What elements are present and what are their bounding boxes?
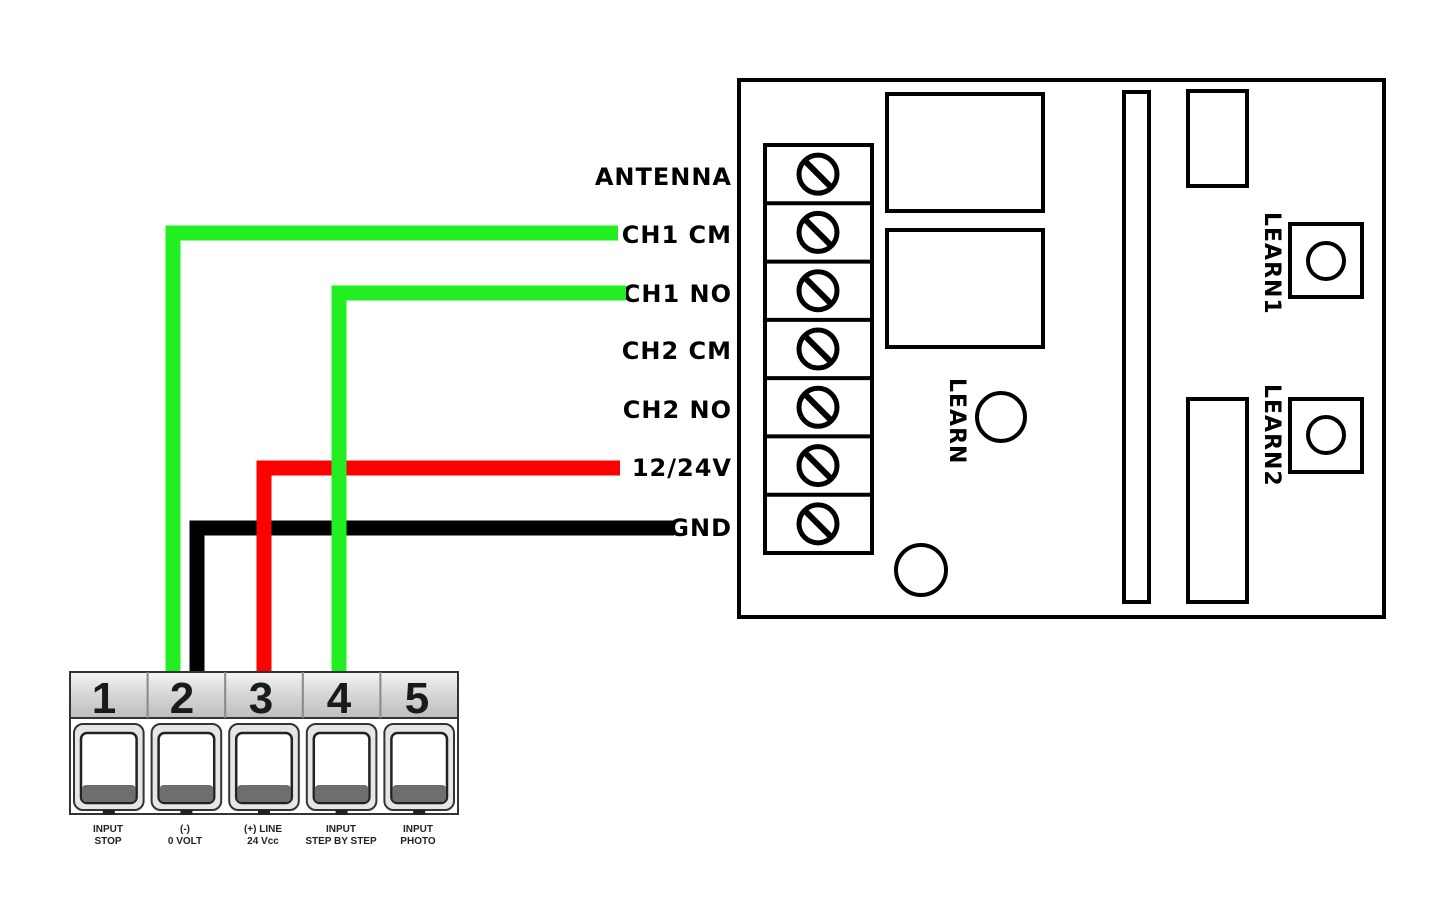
- terminal-number-5: 5: [405, 674, 429, 723]
- terminal-numbers: 1 2 3 4 5: [92, 674, 429, 723]
- terminal-tab: [413, 810, 426, 815]
- learn1-button[interactable]: [1306, 241, 1346, 281]
- terminal-number-2: 2: [170, 674, 194, 723]
- terminal-captions: INPUT STOP (-) 0 VOLT (+) LINE 24 Vcc IN…: [93, 824, 436, 847]
- terminal-slot-shadow: [314, 785, 369, 802]
- label-gnd: GND: [669, 514, 732, 542]
- screw-slot: [803, 218, 833, 247]
- terminal-tab: [102, 810, 115, 815]
- wire-ch1-cm-to-terminal-2: [165, 225, 618, 672]
- caption-1-line2: STOP: [94, 836, 121, 847]
- screw-slot: [803, 451, 833, 480]
- component-tall: [1186, 397, 1249, 604]
- learn-label: LEARN: [944, 378, 969, 464]
- relay-2: [885, 228, 1045, 349]
- wire-ch1-no-to-terminal-4: [331, 285, 626, 672]
- receiver-terminal-labels: ANTENNA CH1 CM CH1 NO CH2 CM CH2 NO 12/2…: [595, 163, 732, 542]
- caption-4-line2: STEP BY STEP: [305, 836, 377, 847]
- terminal-slot-shadow: [237, 785, 291, 802]
- terminal-slot-shadow: [392, 785, 446, 802]
- terminal-cells: [73, 672, 455, 815]
- receiver-board: LEARN1 LEARN2 LEARN: [737, 78, 1386, 619]
- terminal-tab: [258, 810, 270, 815]
- learn-button[interactable]: [975, 391, 1027, 443]
- screw-slot: [803, 393, 833, 422]
- receiver-screws: [765, 152, 872, 546]
- terminal-tab: [335, 810, 348, 815]
- terminal-slot-shadow: [82, 785, 136, 802]
- terminal-tab: [180, 810, 193, 815]
- label-ch2-no: CH2 NO: [623, 396, 732, 424]
- relay-1: [885, 92, 1045, 213]
- caption-3-line1: (+) LINE: [244, 824, 282, 835]
- caption-4-line1: INPUT: [326, 824, 356, 835]
- label-ch1-no: CH1 NO: [623, 280, 732, 308]
- screw-slot: [803, 334, 833, 364]
- learn2-label: LEARN2: [1259, 384, 1284, 487]
- label-ch2-cm: CH2 CM: [622, 337, 732, 365]
- wires: [165, 225, 674, 672]
- component-small: [1186, 89, 1249, 188]
- screw-slot: [803, 509, 833, 538]
- terminal-slot-shadow: [159, 785, 214, 802]
- terminal-number-3: 3: [249, 674, 273, 723]
- mounting-hole: [894, 543, 948, 597]
- connector-strip: [1122, 90, 1151, 604]
- label-12-24v: 12/24V: [632, 454, 732, 482]
- caption-5-line2: PHOTO: [400, 836, 436, 847]
- caption-5-line1: INPUT: [403, 824, 433, 835]
- learn1-label: LEARN1: [1259, 212, 1284, 315]
- terminal-number-4: 4: [327, 674, 352, 723]
- learn2-button[interactable]: [1306, 415, 1346, 455]
- screw-slot: [803, 160, 833, 189]
- screw-slot: [803, 276, 833, 305]
- caption-2-line1: (-): [180, 824, 190, 835]
- wire-12-24v-to-terminal-3: [256, 460, 620, 672]
- caption-1-line1: INPUT: [93, 824, 123, 835]
- label-ch1-cm: CH1 CM: [622, 221, 732, 249]
- wire-gnd-to-terminal-2: [189, 520, 674, 672]
- caption-2-line2: 0 VOLT: [168, 836, 202, 847]
- caption-3-line2: 24 Vcc: [247, 836, 279, 847]
- label-antenna: ANTENNA: [595, 163, 732, 191]
- control-terminal-block: [69, 671, 459, 815]
- terminal-number-1: 1: [92, 674, 116, 723]
